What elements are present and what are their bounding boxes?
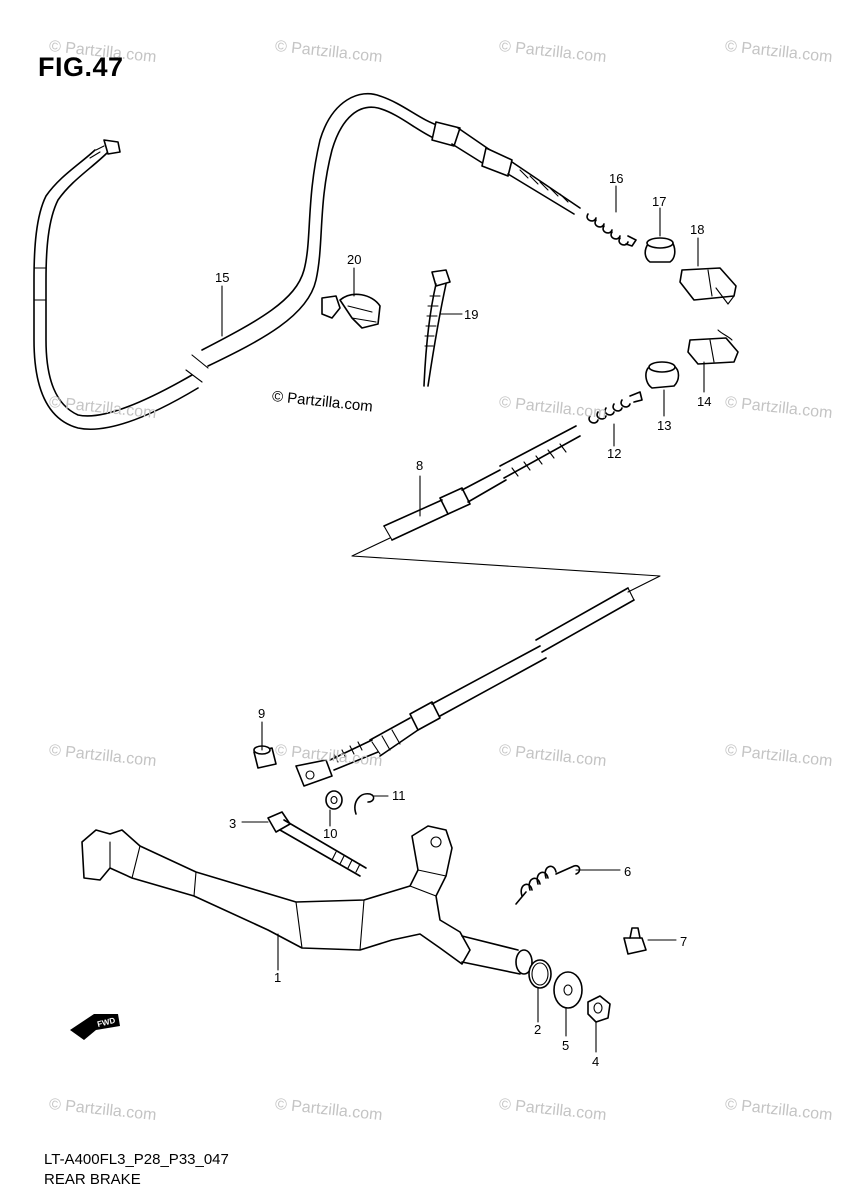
part-9-pin xyxy=(253,745,277,769)
callout-8: 8 xyxy=(416,458,423,473)
part-1-brake-pedal xyxy=(81,825,533,975)
fwd-label: FWD xyxy=(96,1016,116,1029)
model-code: LT-A400FL3_P28_P33_047 xyxy=(44,1151,229,1168)
callout-16: 16 xyxy=(609,171,623,186)
part-19-tie xyxy=(423,269,451,387)
section-name: REAR BRAKE xyxy=(44,1171,141,1188)
part-7-bolt xyxy=(623,927,647,955)
part-10-washer xyxy=(325,790,343,810)
part-4-nut xyxy=(587,995,611,1023)
callout-18: 18 xyxy=(690,222,704,237)
part-15-cable xyxy=(33,92,581,431)
part-11-cotter-pin xyxy=(354,792,375,815)
part-3-bolt xyxy=(267,811,367,877)
callout-13: 13 xyxy=(657,418,671,433)
fwd-arrow-icon: FWD xyxy=(70,1014,120,1040)
callout-3: 3 xyxy=(229,816,236,831)
figure-title: FIG.47 xyxy=(38,52,124,82)
part-20-clamp xyxy=(321,293,381,329)
part-17-collar xyxy=(644,237,676,263)
callout-20: 20 xyxy=(347,252,361,267)
callout-11: 11 xyxy=(392,788,406,803)
callout-19: 19 xyxy=(464,307,478,322)
callout-15: 15 xyxy=(215,270,229,285)
part-12-spring xyxy=(588,391,643,424)
callout-12: 12 xyxy=(607,446,621,461)
callout-6: 6 xyxy=(624,864,631,879)
part-2-o-ring xyxy=(528,959,552,989)
callout-1: 1 xyxy=(274,970,281,985)
callout-17: 17 xyxy=(652,194,666,209)
callout-5: 5 xyxy=(562,1038,569,1053)
part-8-cable xyxy=(295,425,661,787)
callout-10: 10 xyxy=(323,826,337,841)
part-18-joint xyxy=(679,267,737,305)
leader-lines xyxy=(221,185,705,1053)
callout-9: 9 xyxy=(258,706,265,721)
callout-2: 2 xyxy=(534,1022,541,1037)
part-14-joint xyxy=(687,329,739,365)
part-13-collar xyxy=(645,361,680,389)
part-5-washer xyxy=(553,971,583,1009)
callouts: 1 2 3 4 5 6 7 8 9 10 11 12 13 14 15 16 1… xyxy=(215,171,711,1069)
callout-4: 4 xyxy=(592,1054,599,1069)
part-6-spring xyxy=(515,864,581,905)
callout-7: 7 xyxy=(680,934,687,949)
part-16-spring xyxy=(586,213,637,247)
callout-14: 14 xyxy=(697,394,711,409)
